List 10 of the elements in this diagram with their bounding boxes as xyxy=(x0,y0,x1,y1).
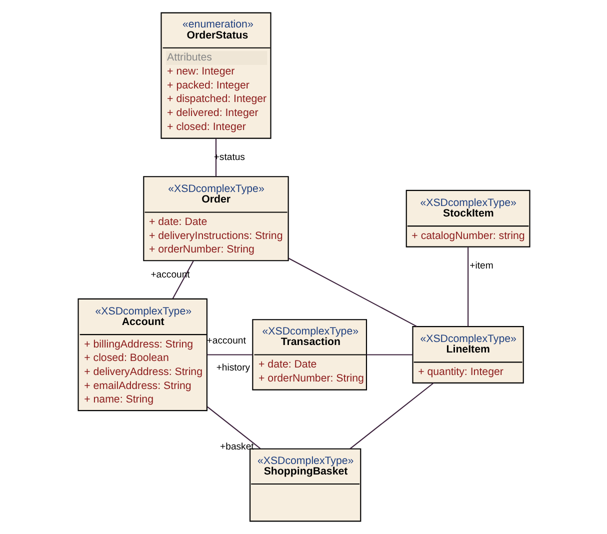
connector xyxy=(172,260,194,299)
connector xyxy=(288,258,416,327)
label: +history xyxy=(216,362,250,374)
connector xyxy=(349,382,434,450)
connector xyxy=(366,354,412,356)
connector xyxy=(206,354,252,356)
connector xyxy=(467,247,468,326)
connector xyxy=(214,138,216,176)
label: +item xyxy=(469,260,493,272)
connector xyxy=(206,406,260,449)
